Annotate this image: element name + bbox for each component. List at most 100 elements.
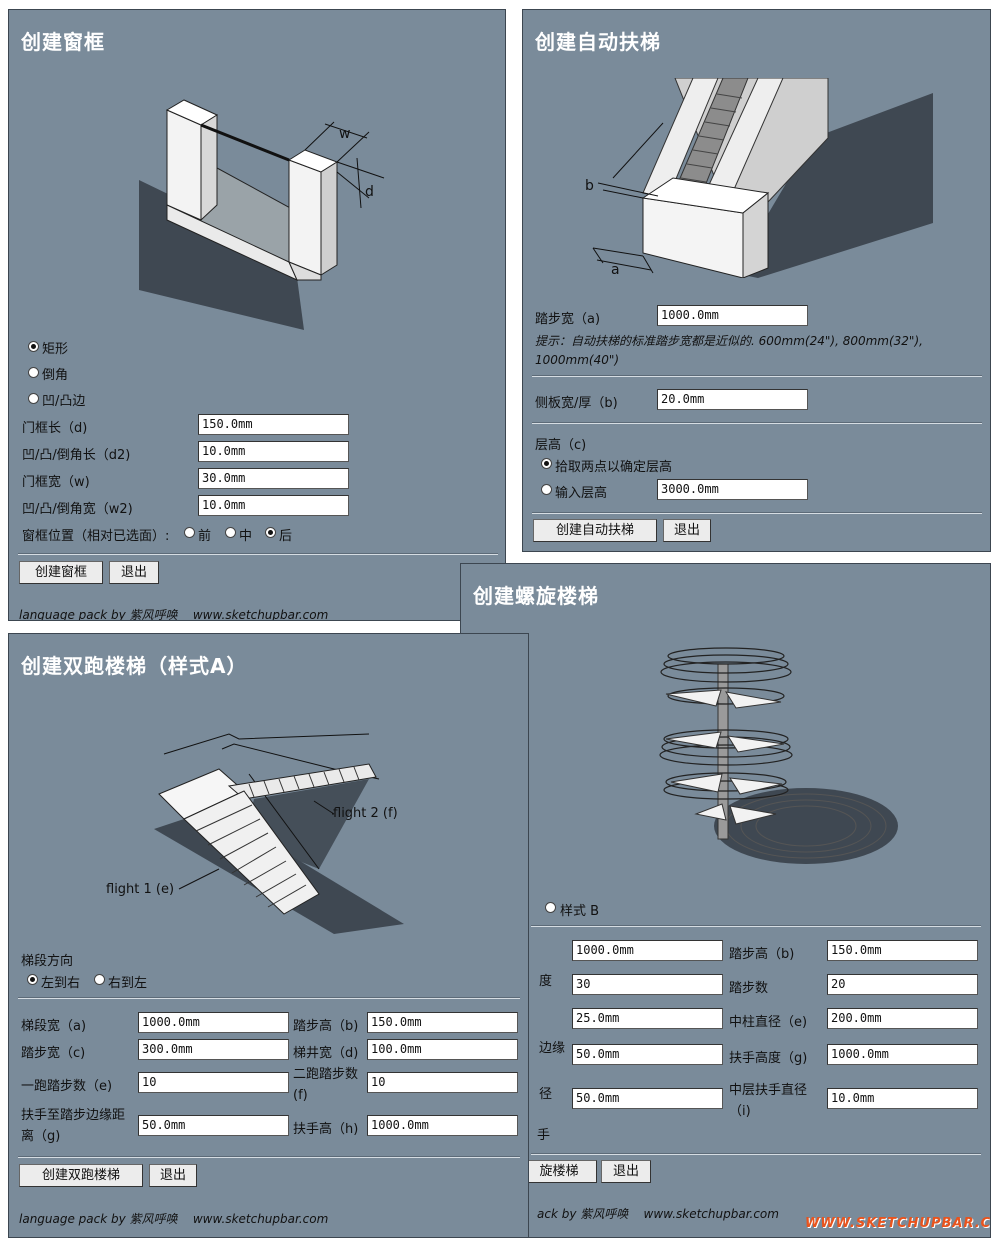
first-flight-steps-label: 一跑踏步数（e) [21, 1079, 113, 1094]
create-spiral-button[interactable]: 旋楼梯 [521, 1160, 597, 1183]
enter-height-label: 输入层高 [555, 486, 608, 501]
style-b-radio[interactable] [545, 902, 556, 913]
pick-two-points-label: 拾取两点以确定层高 [555, 460, 673, 475]
spiral-left-input-5[interactable]: 50.0mm [572, 1088, 723, 1109]
rail-edge-distance-label: 扶手至踏步边缘距离（g) [21, 1108, 126, 1144]
mid-rail-diameter-label: 中层扶手直径（i) [729, 1083, 808, 1119]
panel-title: 创建双跑楼梯（样式A） [21, 654, 248, 678]
spiral-left-label-4: 手 [537, 1128, 551, 1143]
shape-rect-label: 矩形 [42, 342, 69, 357]
flight-width-label: 梯段宽（a) [21, 1019, 87, 1034]
exit-button[interactable]: 退出 [109, 561, 159, 584]
flight-width-input[interactable]: 1000.0mm [138, 1012, 289, 1033]
enter-height-radio[interactable] [541, 484, 552, 495]
divider [18, 553, 498, 555]
footer-credit: language pack by 紫风呼唤 www.sketchupbar.co… [19, 608, 329, 621]
rail-edge-distance-input[interactable]: 50.0mm [138, 1115, 289, 1136]
frame-width-label: 门框宽（w) [22, 475, 90, 490]
step-height-input[interactable]: 150.0mm [367, 1012, 518, 1033]
tread-width-input[interactable]: 300.0mm [138, 1039, 289, 1060]
position-radio-back[interactable] [265, 527, 276, 538]
flight-1-label: flight 1 (e) [106, 882, 175, 897]
step-height-label: 踏步高（b) [293, 1019, 359, 1034]
second-flight-steps-input[interactable]: 10 [367, 1072, 518, 1093]
exit-button[interactable]: 退出 [149, 1164, 197, 1187]
panel-title: 创建螺旋楼梯 [473, 584, 599, 608]
spiral-left-input-1[interactable]: 1000.0mm [572, 940, 723, 961]
escalator-illustration: a b [585, 78, 933, 278]
spiral-left-input-2[interactable]: 30 [572, 974, 723, 995]
tread-width-input[interactable]: 1000.0mm [657, 305, 808, 326]
tread-width-label: 踏步宽（c) [21, 1046, 86, 1061]
floor-height-label: 层高（c) [535, 438, 587, 453]
footer-credit: ack by 紫风呼唤 www.sketchupbar.com [537, 1207, 779, 1221]
tread-width-label: 踏步宽（a) [535, 312, 601, 327]
side-panel-label: 侧板宽/厚（b) [535, 396, 618, 411]
create-double-flight-button[interactable]: 创建双跑楼梯 [19, 1164, 143, 1187]
exit-button[interactable]: 退出 [663, 519, 711, 542]
first-flight-steps-input[interactable]: 10 [138, 1072, 289, 1093]
position-radio-front[interactable] [184, 527, 195, 538]
spiral-left-label-2: 边缘 [539, 1041, 566, 1056]
recess-width-label: 凹/凸/倒角宽（w2) [22, 502, 133, 517]
create-escalator-button[interactable]: 创建自动扶梯 [533, 519, 657, 542]
recess-width-input[interactable]: 10.0mm [198, 495, 349, 516]
column-diameter-input[interactable]: 200.0mm [827, 1008, 978, 1029]
panel-title: 创建窗框 [21, 30, 105, 54]
exit-button[interactable]: 退出 [601, 1160, 651, 1183]
style-b-label: 样式 B [560, 904, 600, 919]
side-panel-input[interactable]: 20.0mm [657, 389, 808, 410]
recess-length-input[interactable]: 10.0mm [198, 441, 349, 462]
well-width-input[interactable]: 100.0mm [367, 1039, 518, 1060]
window-frame-illustration: w d [139, 99, 385, 330]
mid-rail-diameter-input[interactable]: 10.0mm [827, 1088, 978, 1109]
divider [18, 1156, 520, 1158]
panel-title: 创建自动扶梯 [535, 30, 661, 54]
handrail-height-input[interactable]: 1000.0mm [827, 1044, 978, 1065]
spiral-left-input-3[interactable]: 25.0mm [572, 1008, 723, 1029]
spiral-left-label-1: 度 [539, 974, 553, 989]
handrail-height-input[interactable]: 1000.0mm [367, 1115, 518, 1136]
shape-recess-label: 凹/凸边 [42, 394, 86, 409]
create-window-frame-button[interactable]: 创建窗框 [19, 561, 103, 584]
footer-credit: language pack by 紫风呼唤 www.sketchupbar.co… [19, 1212, 329, 1226]
spiral-stair-illustration [659, 647, 898, 864]
flight-2-label: flight 2 (f) [333, 806, 398, 821]
step-height-input[interactable]: 150.0mm [827, 940, 978, 961]
watermark: WWW.SKETCHUPBAR.COM [805, 1216, 991, 1231]
handrail-height-label: 扶手高（h) [293, 1122, 359, 1137]
shape-radio-recess[interactable] [28, 393, 39, 404]
spiral-left-label-3: 径 [539, 1087, 553, 1102]
floor-height-input[interactable]: 3000.0mm [657, 479, 808, 500]
double-flight-stair-panel: 创建双跑楼梯（样式A） [8, 633, 529, 1238]
frame-width-input[interactable]: 30.0mm [198, 468, 349, 489]
tread-width-hint: 提示：自动扶梯的标准踏步宽都是近似的. 600mm(24"), 800mm(32… [535, 334, 923, 367]
w-dimension-label: w [339, 126, 350, 142]
direction-label: 梯段方向 [21, 954, 74, 969]
shape-radio-rect[interactable] [28, 341, 39, 352]
frame-length-label: 门框长（d) [22, 421, 88, 436]
divider [532, 422, 982, 424]
right-to-left-label: 右到左 [108, 976, 148, 991]
spiral-stair-panel: 创建螺旋楼梯 样 [460, 563, 991, 1238]
handrail-height-label: 扶手高度（g) [729, 1051, 808, 1066]
left-to-right-radio[interactable] [27, 974, 38, 985]
divider [532, 375, 982, 377]
left-to-right-label: 左到右 [41, 976, 81, 991]
spiral-left-input-4[interactable]: 50.0mm [572, 1044, 723, 1065]
right-to-left-radio[interactable] [94, 974, 105, 985]
shape-chamfer-label: 倒角 [42, 368, 69, 383]
position-radio-middle[interactable] [225, 527, 236, 538]
position-back-label: 后 [279, 529, 293, 544]
step-count-input[interactable]: 20 [827, 974, 978, 995]
shape-radio-chamfer[interactable] [28, 367, 39, 378]
position-front-label: 前 [198, 529, 212, 544]
d-dimension-label: d [365, 184, 374, 200]
well-width-label: 梯井宽（d) [293, 1046, 359, 1061]
escalator-panel: 创建自动扶梯 a b 踏步宽（a) 1000.0mm 提示：自动扶梯的标准踏步宽… [522, 9, 991, 552]
pick-two-points-radio[interactable] [541, 458, 552, 469]
frame-length-input[interactable]: 150.0mm [198, 414, 349, 435]
divider [531, 1153, 981, 1155]
divider [531, 925, 981, 927]
a-dimension-label: a [611, 262, 620, 278]
